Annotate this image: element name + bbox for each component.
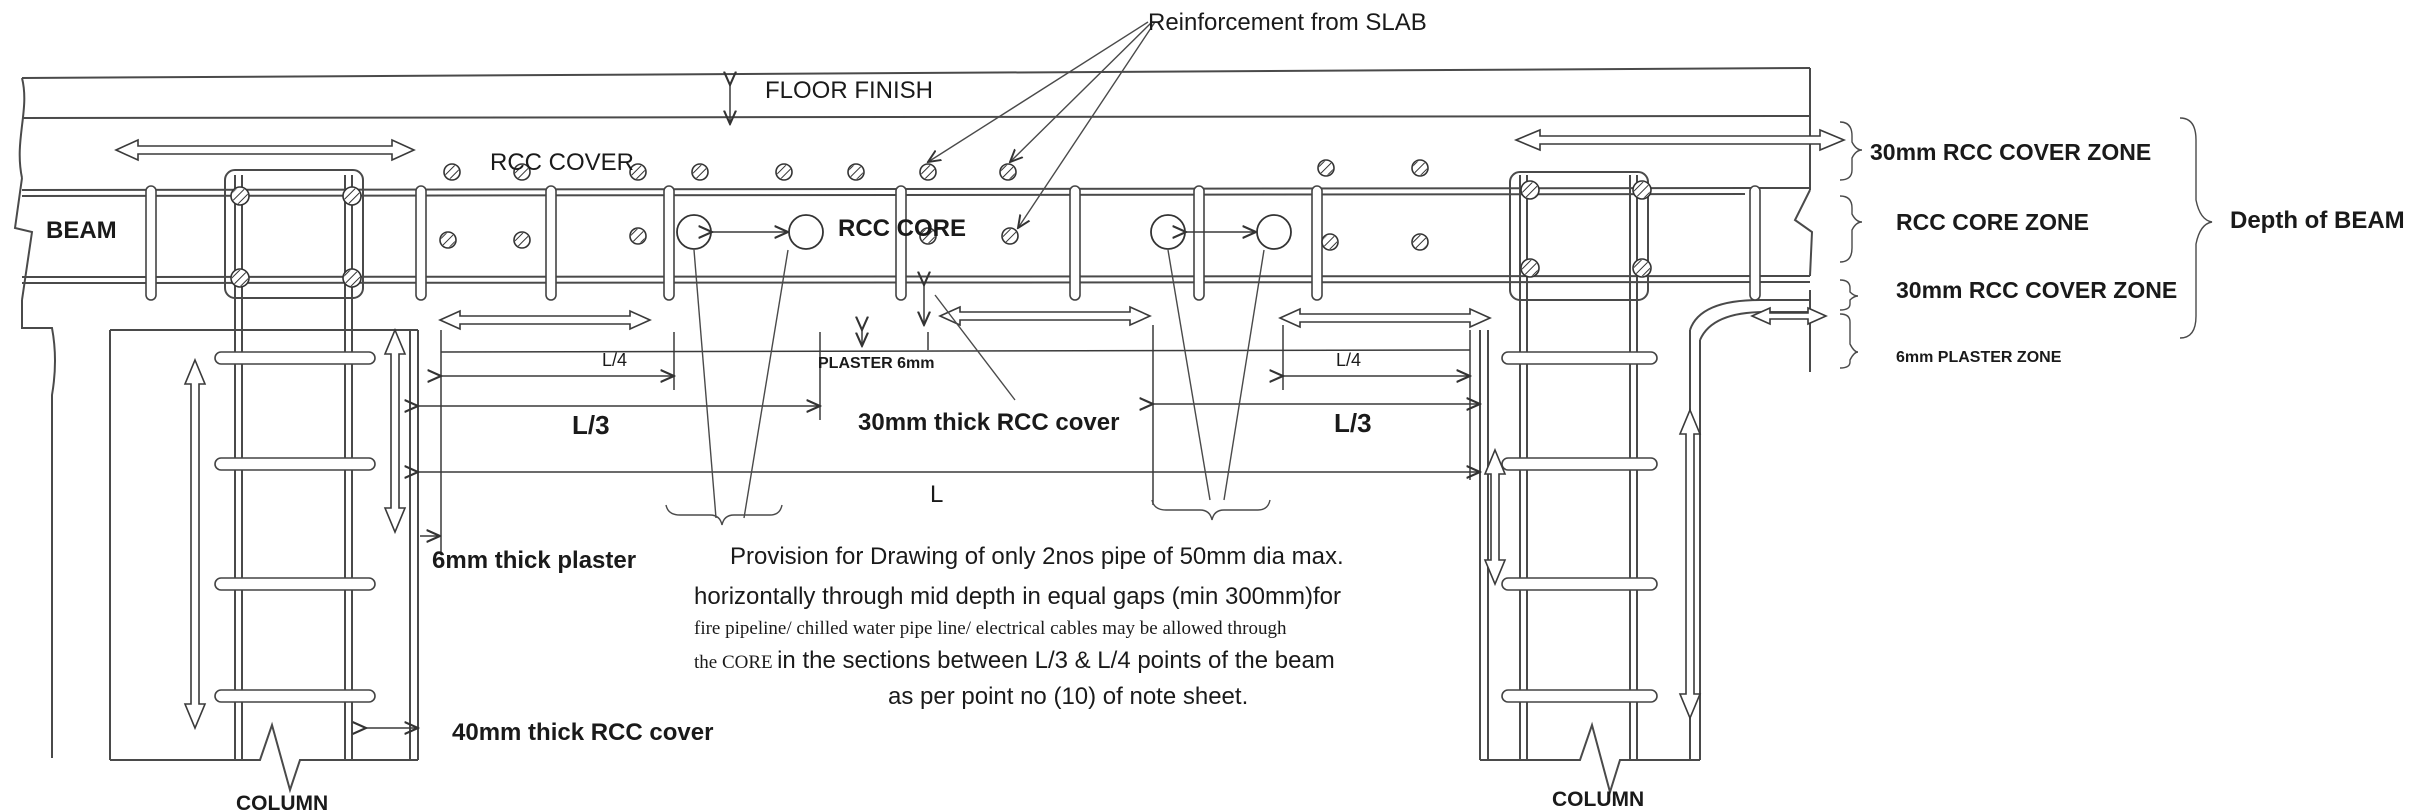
note-line-4-b: in the sections between L/3 & L/4 points… [777, 647, 1335, 674]
column-left-label: COLUMN [236, 792, 328, 811]
rcc-cover-30-label: 30mm thick RCC cover [858, 409, 1119, 436]
plaster-6mm-label: PLASTER 6mm [818, 355, 934, 372]
floor-finish-label: FLOOR FINISH [765, 77, 933, 104]
note-line-4: the CORE in the sections between L/3 & L… [694, 647, 1335, 674]
l-quarter-right-label: L/4 [1336, 350, 1361, 370]
span-l-label: L [930, 481, 943, 508]
cover-zone-bottom-label: 30mm RCC COVER ZONE [1896, 277, 2177, 303]
dimension-lines [366, 85, 1480, 728]
slab [18, 67, 1811, 190]
rcc-cover-40-label: 40mm thick RCC cover [452, 719, 713, 746]
reinforcement-label: Reinforcement from SLAB [1148, 9, 1427, 36]
beam-body [13, 177, 1814, 372]
cover-zone-top-label: 30mm RCC COVER ZONE [1870, 139, 2151, 165]
note-line-4-a: the CORE [694, 652, 773, 673]
pipe-provisions [676, 214, 1292, 250]
beam-stirrups [145, 185, 1761, 301]
column-right-label: COLUMN [1552, 788, 1644, 811]
note-line-3: fire pipeline/ chilled water pipe line/ … [694, 618, 1287, 639]
rebars [230, 159, 1652, 288]
plaster-zone-label: 6mm PLASTER ZONE [1896, 349, 2062, 366]
column-ties [214, 351, 1658, 703]
plaster-6mm-thick-label: 6mm thick plaster [432, 547, 636, 574]
l-quarter-left-label: L/4 [602, 350, 627, 370]
pipe-provision-note: Provision for Drawing of only 2nos pipe … [694, 543, 1344, 710]
beam-label: BEAM [46, 217, 117, 244]
rcc-cover-label: RCC COVER [490, 149, 634, 176]
block-arrows [114, 128, 1847, 731]
rcc-core-label: RCC CORE [838, 215, 966, 242]
zone-braces [1839, 117, 2213, 369]
l-third-left-label: L/3 [572, 410, 610, 440]
labels: Reinforcement from SLAB FLOOR FINISH RCC… [46, 9, 2405, 811]
note-line-2: horizontally through mid depth in equal … [694, 583, 1341, 610]
note-line-5: as per point no (10) of note sheet. [888, 683, 1248, 710]
l-third-right-label: L/3 [1334, 408, 1372, 438]
note-line-1: Provision for Drawing of only 2nos pipe … [730, 543, 1344, 570]
core-zone-label: RCC CORE ZONE [1896, 209, 2089, 235]
leader-lines [665, 21, 1271, 526]
depth-of-beam-label: Depth of BEAM [2230, 207, 2405, 234]
